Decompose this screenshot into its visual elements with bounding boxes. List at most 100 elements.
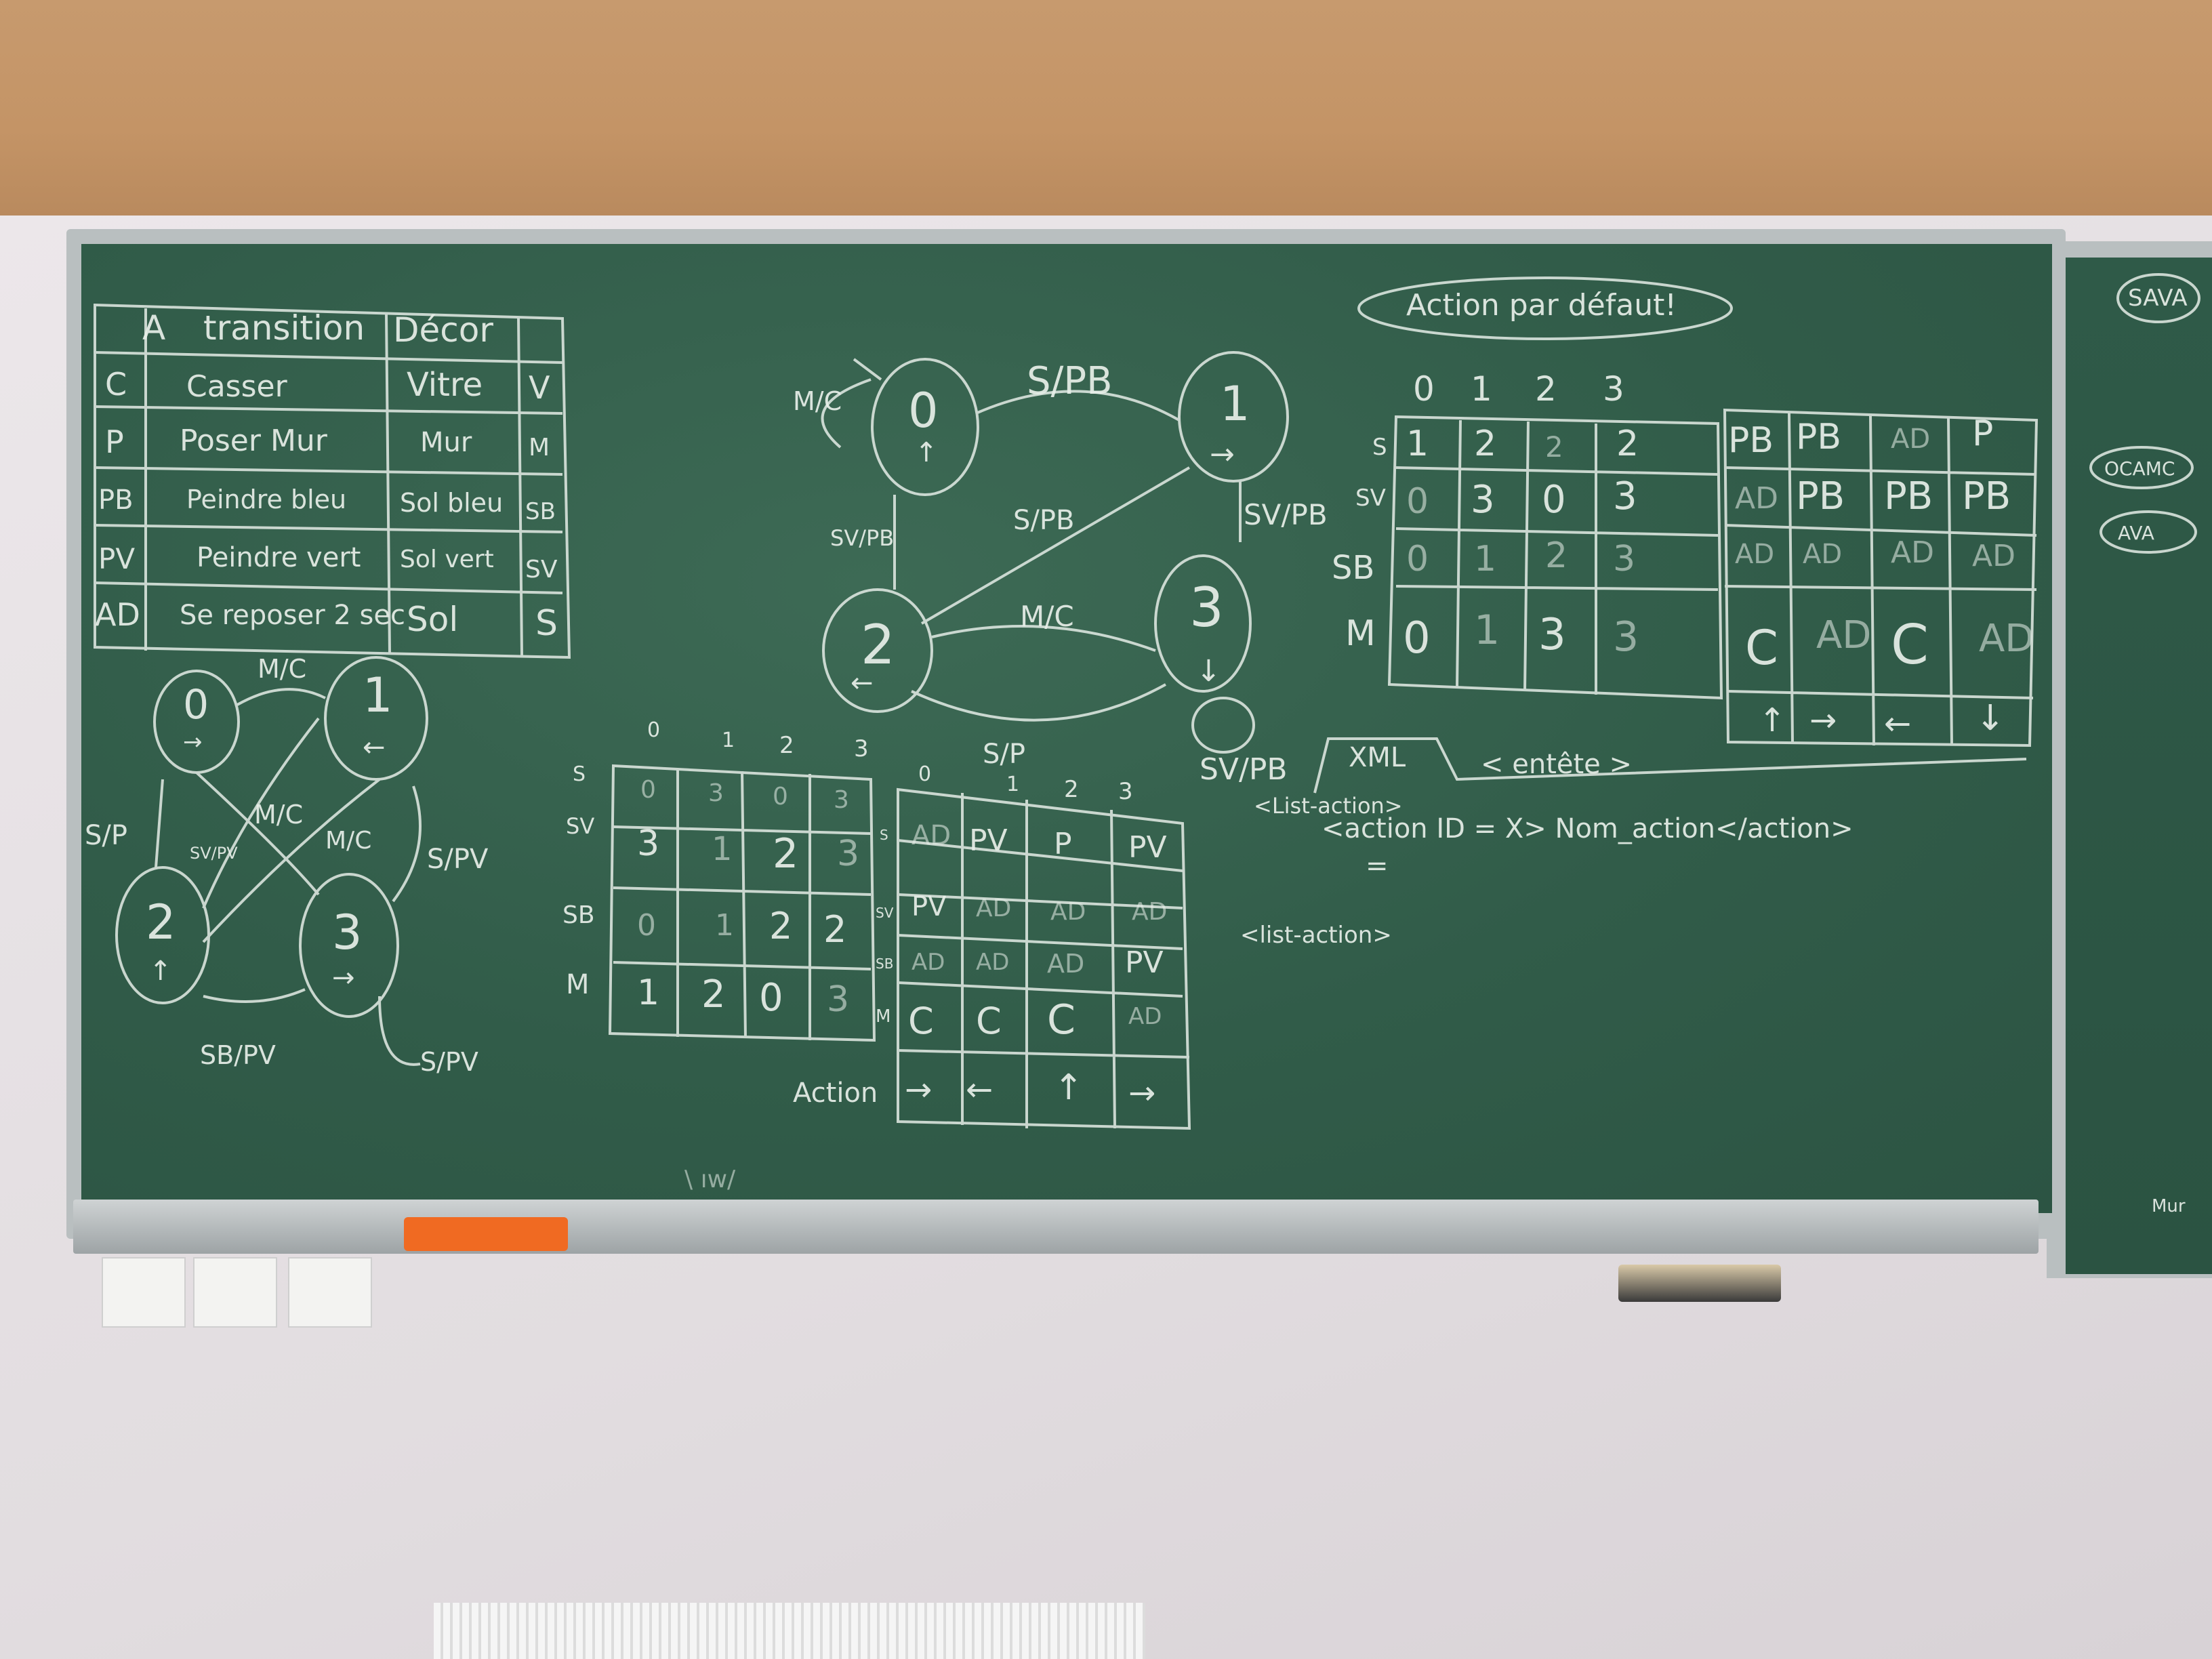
action-matrix-border <box>897 787 1191 1130</box>
edge-label: S/P <box>85 820 127 851</box>
graph-edges <box>155 688 422 1066</box>
board-scribble: \ ıw/ <box>684 1166 736 1193</box>
table-header: Décor <box>393 310 493 350</box>
action-arrow: → <box>905 1071 933 1109</box>
table-cell: Peindre vert <box>197 542 361 573</box>
matrix-row-header: SV <box>566 813 595 839</box>
matrix-cell: 2 <box>1545 535 1568 576</box>
matrix-cell: PB <box>1796 417 1842 457</box>
action-row-label: Action <box>793 1078 878 1109</box>
matrix-row-header: SV <box>1355 485 1386 512</box>
matrix-row-header: SB <box>562 901 595 929</box>
graph-node-arrow: → <box>1210 437 1235 472</box>
table-cell: SB <box>525 498 556 525</box>
matrix-cell: PB <box>1884 474 1933 518</box>
light-switch[interactable] <box>102 1257 186 1328</box>
mid-matrix-grid <box>613 769 872 1040</box>
edge-label: M/C <box>1020 600 1074 633</box>
graph-node-label: 3 <box>1189 576 1224 639</box>
xml-entete: < entête > <box>1481 749 1633 780</box>
matrix-cell: 3 <box>1471 478 1495 522</box>
graph-node-arrow: ↑ <box>149 956 172 987</box>
edge-label: M/C <box>254 800 304 830</box>
matrix-cell: 3 <box>1538 610 1566 660</box>
matrix-cell: 1 <box>637 972 660 1013</box>
right-action-matrix-border <box>1723 408 2039 747</box>
matrix-cell: 1 <box>1474 539 1497 579</box>
table-cell: Peindre bleu <box>186 485 347 514</box>
side-bubble <box>2116 273 2200 323</box>
table-header: A <box>142 308 166 348</box>
matrix-cell: 0 <box>773 783 788 811</box>
action-arrow: ← <box>1884 705 1912 743</box>
edge-label: M/C <box>793 386 842 416</box>
matrix-cell: AD <box>1050 898 1086 926</box>
table-cell: Sol <box>407 600 459 639</box>
edge-label: SB/PV <box>200 1040 276 1070</box>
matrix-cell: 1 <box>1474 607 1500 654</box>
matrix-cell: AD <box>1803 539 1843 570</box>
right-matrix-grid <box>1395 419 1719 695</box>
matrix-row-header: S <box>880 827 888 843</box>
action-arrow: ↑ <box>1759 701 1786 739</box>
table-cell: P <box>105 424 124 460</box>
matrix-cell: 0 <box>1542 478 1566 522</box>
edge-label: S/PV <box>420 1047 478 1077</box>
matrix-cell: AD <box>912 949 945 976</box>
table-cell: PV <box>98 542 136 575</box>
edge-label: M/C <box>325 827 372 855</box>
radiator <box>434 1603 1145 1659</box>
graph-node-arrow: ← <box>851 668 874 699</box>
matrix-row-header: SB <box>1332 549 1375 587</box>
chalkboard <box>81 244 2052 1213</box>
matrix-col-header: 3 <box>1118 778 1133 805</box>
orange-eraser[interactable] <box>404 1217 568 1251</box>
table-cell: V <box>529 369 550 406</box>
matrix-cell: 3 <box>637 823 660 864</box>
matrix-cell: AD <box>912 820 951 851</box>
matrix-cell: 2 <box>769 905 793 947</box>
xml-action-line: <action ID = X> Nom_action</action> <box>1322 813 1853 844</box>
left-table-border <box>94 303 571 659</box>
matrix-col-header: 1 <box>1471 369 1492 409</box>
matrix-cell: P <box>1972 413 1994 454</box>
matrix-col-header: 2 <box>1064 776 1079 803</box>
matrix-cell: 0 <box>1406 539 1429 579</box>
light-switch[interactable] <box>288 1257 372 1328</box>
graph-node-arrow: → <box>332 962 355 994</box>
light-switch[interactable] <box>193 1257 277 1328</box>
matrix-col-header: 0 <box>918 762 932 786</box>
matrix-cell: 3 <box>1613 474 1637 518</box>
matrix-cell: 0 <box>1406 481 1429 522</box>
matrix-col-header: 0 <box>1413 369 1435 409</box>
matrix-row-header: S <box>1372 434 1387 461</box>
graph-node-arrow: ↑ <box>915 437 938 468</box>
edge-label: SV/PB <box>1200 752 1288 787</box>
matrix-row-header: SB <box>876 956 894 972</box>
xml-list-close: <list-action> <box>1240 922 1392 949</box>
matrix-row-header: M <box>876 1006 891 1027</box>
graph-node-label: 2 <box>861 613 895 676</box>
matrix-cell: AD <box>1128 1003 1162 1030</box>
edge-label: S/PB <box>1013 505 1075 536</box>
table-cell: S <box>535 603 558 644</box>
matrix-cell: PV <box>969 823 1008 858</box>
table-header: transition <box>203 308 365 348</box>
xml-tab-label: XML <box>1349 742 1406 773</box>
matrix-cell: AD <box>1972 539 2015 573</box>
chalk-tray <box>73 1200 2039 1254</box>
matrix-cell: C <box>1891 613 1929 676</box>
matrix-col-header: 0 <box>647 718 661 742</box>
graph-node-label: 1 <box>1220 376 1250 432</box>
table-cell: Casser <box>186 369 287 404</box>
side-board-text: AVA <box>2118 522 2154 544</box>
side-board-text: Mur <box>2152 1196 2186 1216</box>
matrix-cell: 3 <box>834 786 849 814</box>
felt-eraser[interactable] <box>1618 1265 1781 1302</box>
side-board-text: OCAMC <box>2104 457 2175 480</box>
edge-label: S/PV <box>427 844 489 875</box>
matrix-cell: 3 <box>827 979 850 1020</box>
matrix-cell: C <box>908 1000 934 1042</box>
matrix-cell: 2 <box>823 908 847 951</box>
side-bubble <box>2100 510 2197 554</box>
